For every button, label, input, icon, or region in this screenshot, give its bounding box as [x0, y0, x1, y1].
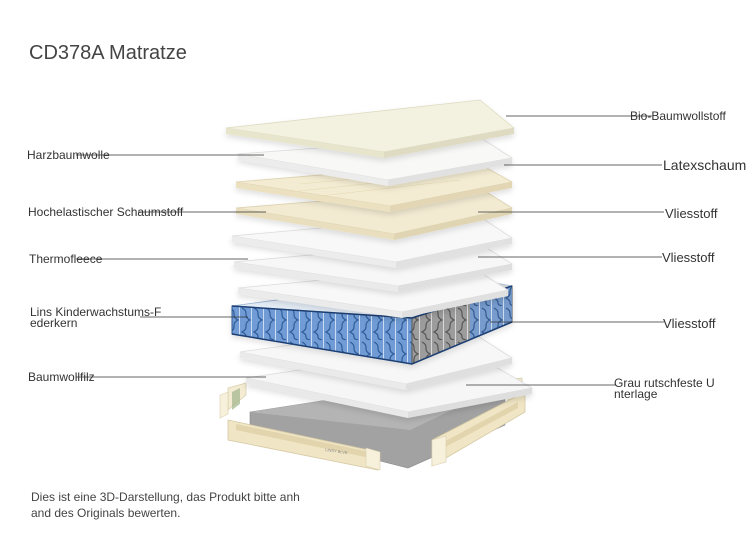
label-vliesstoff-3: Vliesstoff [663, 316, 716, 331]
layer-bio-baumwollstoff [225, 99, 515, 158]
label-unterlage: Grau rutschfeste U nterlage [614, 376, 715, 401]
label-federkern: Lins Kinderwachstums-F ederkern [30, 305, 162, 330]
label-vliesstoff-2: Vliesstoff [662, 250, 715, 265]
label-vliesstoff-1: Vliesstoff [665, 206, 718, 221]
label-hochelastischer-schaumstoff: Hochelastischer Schaumstoff [28, 205, 184, 219]
leader-lines [76, 115, 664, 386]
label-harzbaumwolle: Harzbaumwolle [27, 148, 110, 162]
base-brand-mark: LINSY BLVE [325, 447, 348, 455]
label-latexschaum: Latexschaum [663, 157, 747, 173]
page-title: CD378A Matratze [29, 42, 187, 64]
disclaimer-note: Dies ist eine 3D-Darstellung, das Produk… [31, 490, 300, 520]
label-bio-baumwollstoff: Bio-Baumwollstoff [630, 109, 726, 123]
label-thermofleece: Thermofleece [29, 252, 103, 266]
label-baumwollfilz: Baumwollfilz [28, 370, 95, 384]
